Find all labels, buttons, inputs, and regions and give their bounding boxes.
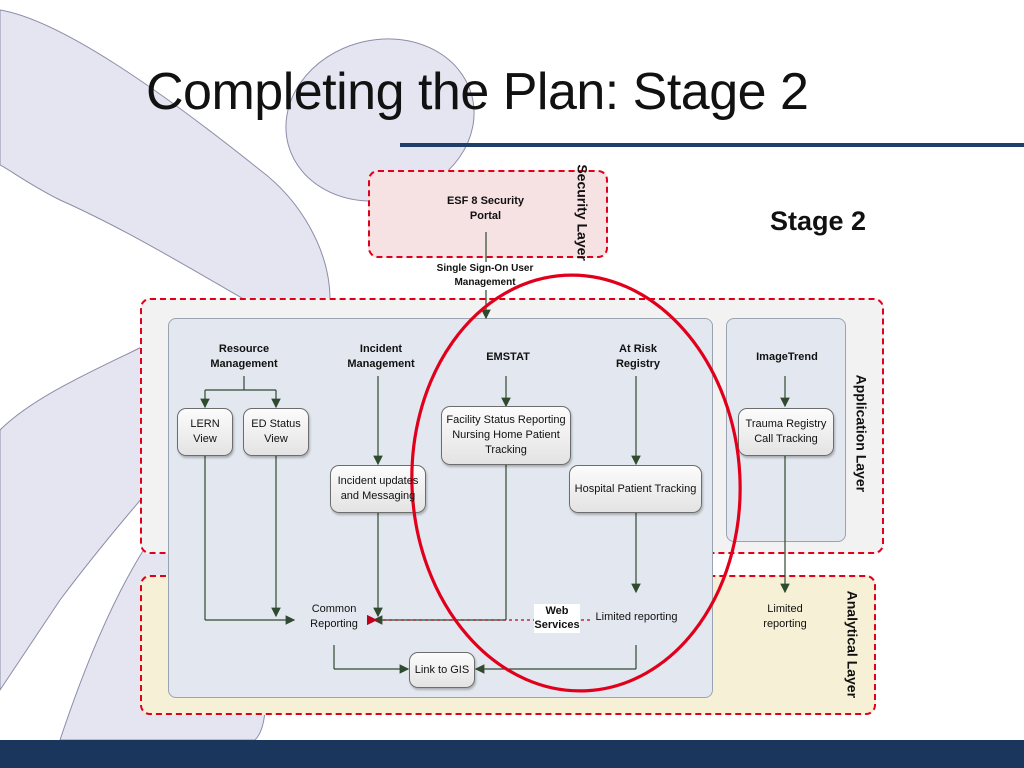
limited-reporting-main-node: Limited reporting [591, 593, 682, 649]
limited-reporting-right-node: Limited reporting [748, 593, 822, 649]
incident-management-node: Incident Management [336, 337, 426, 377]
link-to-gis-node: Link to GIS [409, 652, 475, 688]
web-services-label: Web Services [534, 604, 580, 633]
analytical-layer-label: Analytical Layer [844, 590, 861, 699]
emstat-node: EMSTAT [462, 337, 554, 377]
slide-title: Completing the Plan: Stage 2 [146, 63, 809, 121]
application-layer-label: Application Layer [853, 374, 870, 493]
trauma-registry-node: Trauma Registry Call Tracking [738, 408, 834, 456]
stage-label: Stage 2 [770, 206, 867, 236]
common-reporting-node: Common Reporting [295, 593, 373, 649]
at-risk-registry-node: At Risk Registry [592, 337, 684, 377]
hospital-tracking-node: Hospital Patient Tracking [569, 465, 702, 513]
title-underline [400, 143, 1024, 147]
security-layer-label: Security Layer [574, 164, 591, 261]
ed-status-view-node: ED Status View [243, 408, 309, 456]
security-layer-box [368, 170, 608, 258]
incident-updates-node: Incident updates and Messaging [330, 465, 426, 513]
lern-view-node: LERN View [177, 408, 233, 456]
resource-management-node: Resource Management [198, 337, 290, 377]
sso-connector-label: Single Sign-On User Management [436, 262, 534, 290]
footer-bar [0, 740, 1024, 768]
facility-status-node: Facility Status Reporting Nursing Home P… [441, 406, 571, 465]
security-portal-node: ESF 8 Security Portal [428, 184, 543, 242]
imagetrend-node: ImageTrend [742, 337, 832, 377]
